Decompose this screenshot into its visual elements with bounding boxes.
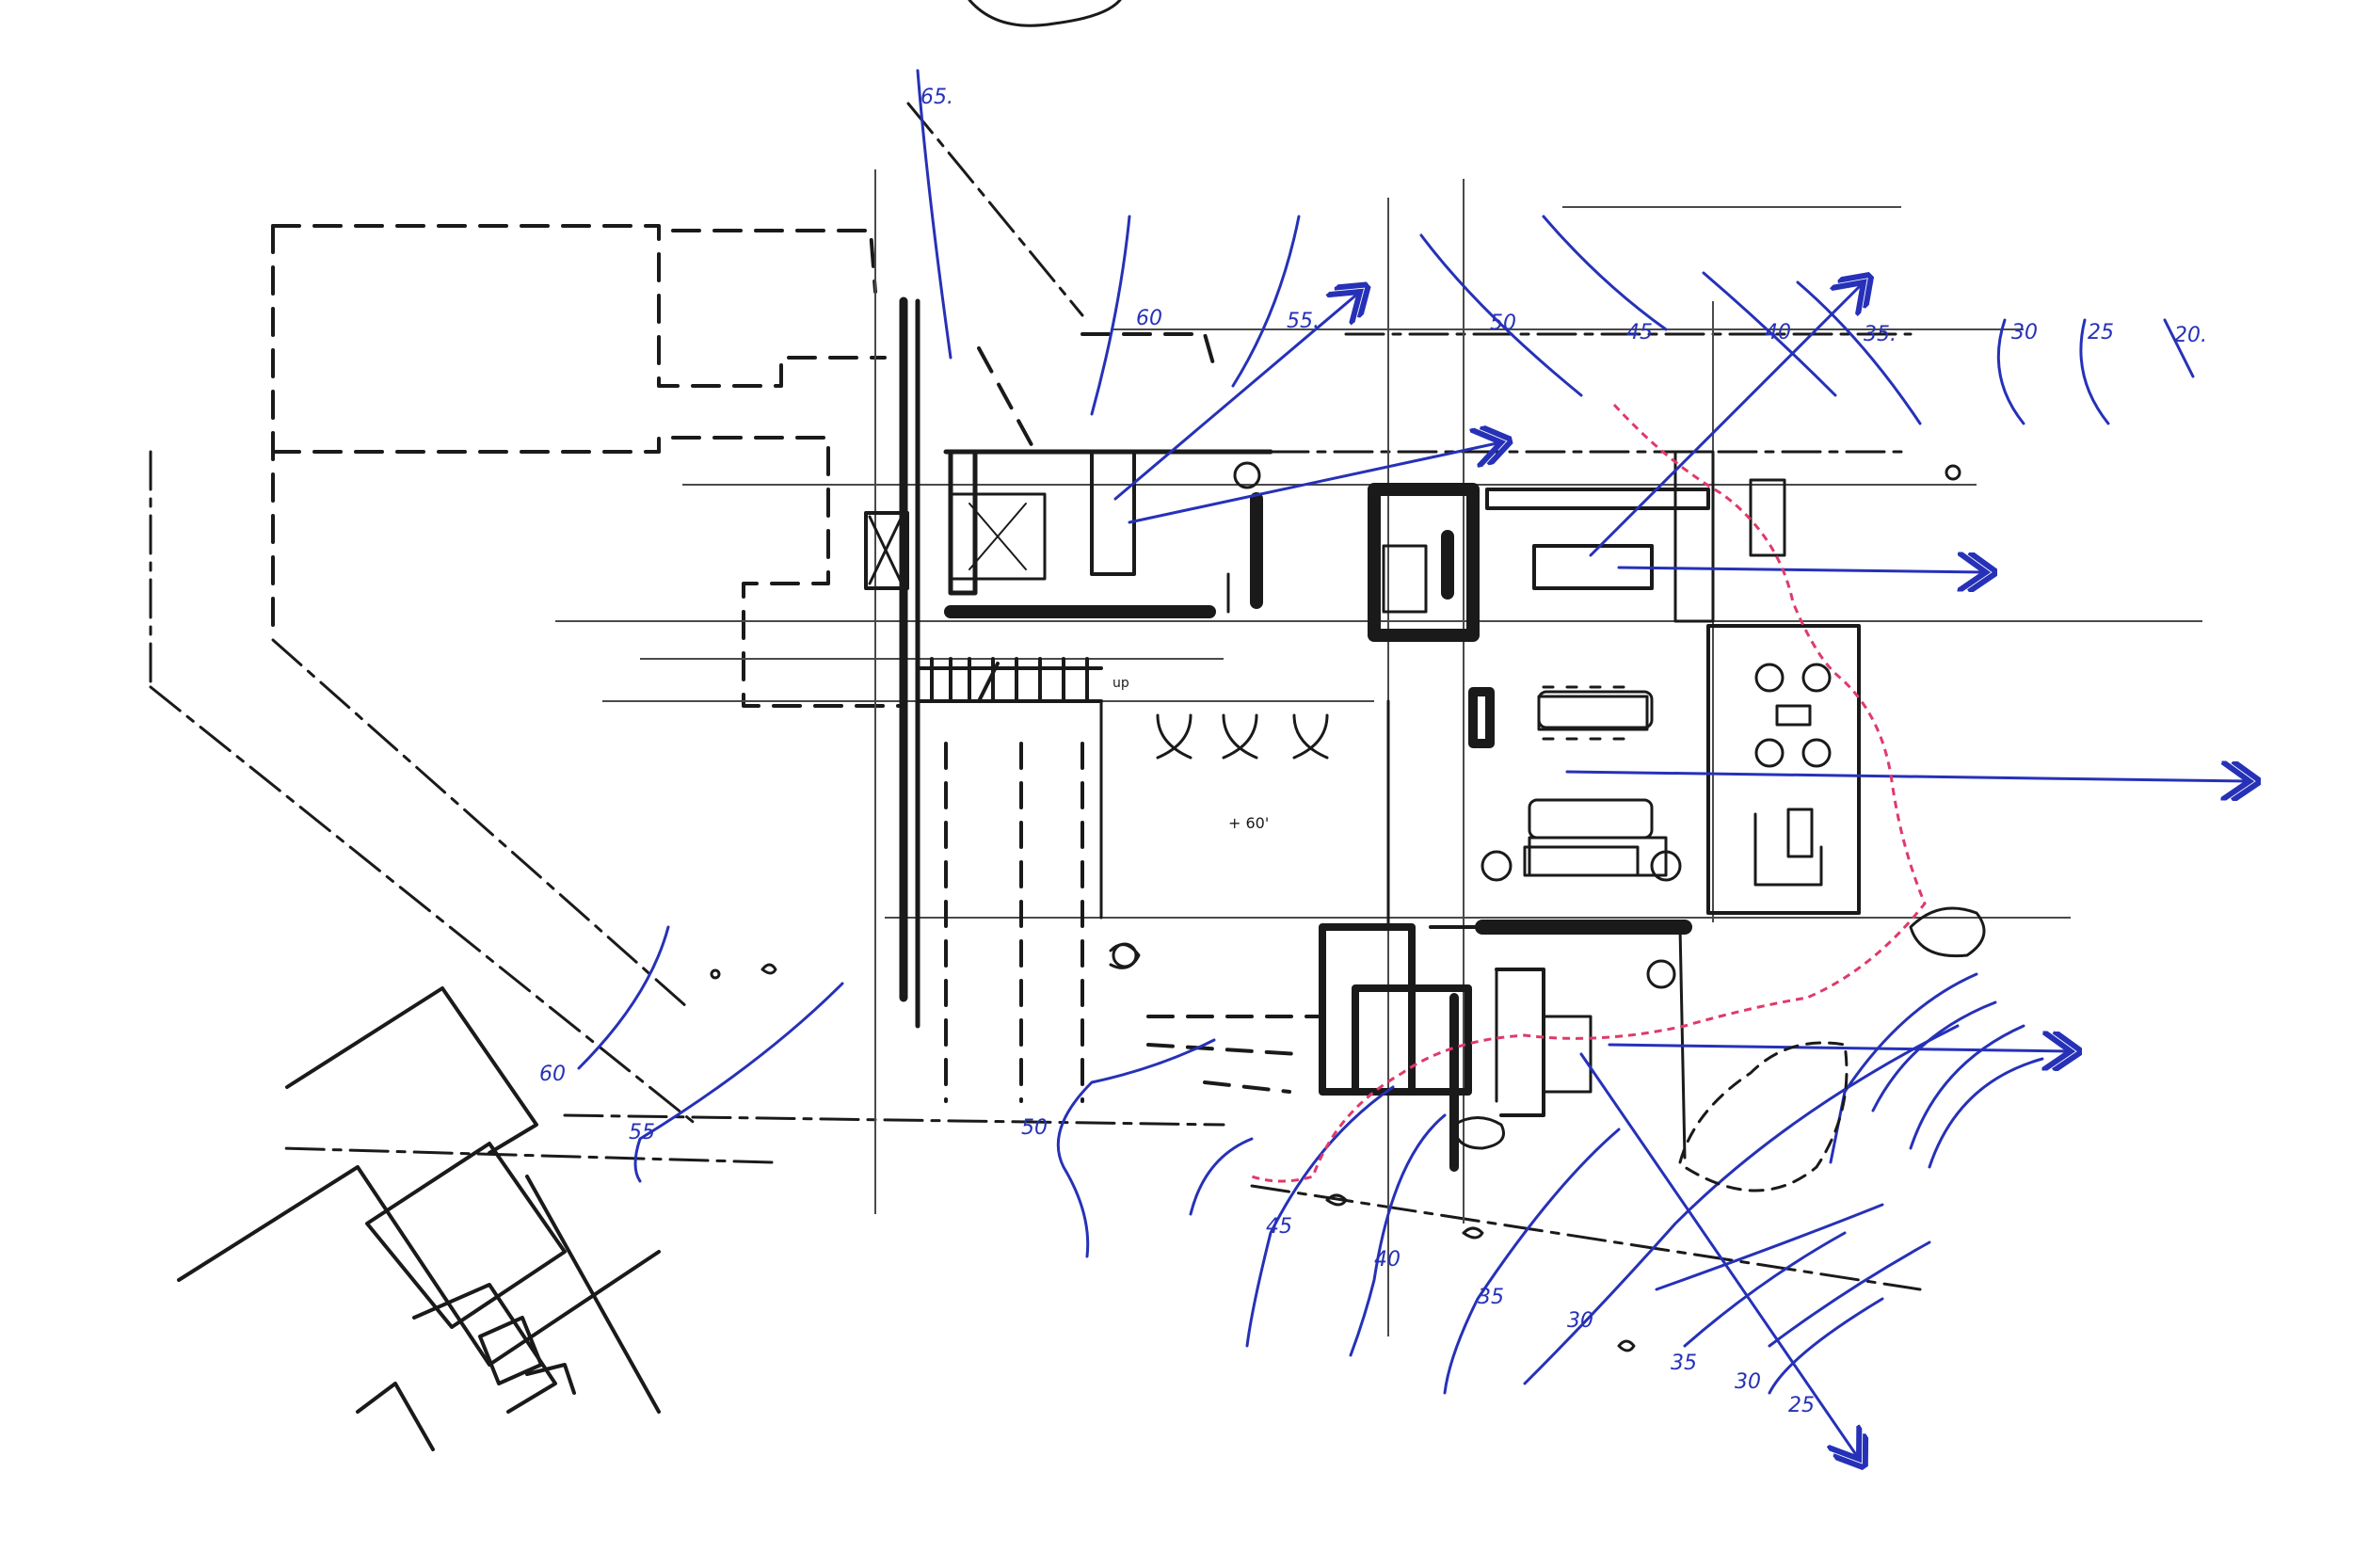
existing-building-sketch xyxy=(177,986,661,1451)
contour-label: 20. xyxy=(2174,324,2207,347)
setback-line xyxy=(149,102,1922,1291)
contour-label: 30 xyxy=(1735,1370,1761,1394)
spot-elevation: + 60' xyxy=(1228,814,1269,832)
contour-label: 65. xyxy=(920,86,953,109)
tree-canopy xyxy=(968,0,1122,27)
contour-label: 50 xyxy=(1490,312,1516,335)
contour-label: 25 xyxy=(1788,1394,1815,1417)
contour-label: 35. xyxy=(1864,323,1897,346)
contour-label: 45 xyxy=(1266,1215,1292,1239)
parking-lines xyxy=(944,742,1320,1103)
view-arrows xyxy=(1113,282,2249,1459)
contour-label: 45 xyxy=(1626,321,1653,344)
contour-label: 55 xyxy=(629,1121,655,1144)
contour-label: 40 xyxy=(1374,1248,1401,1272)
boulders xyxy=(1452,906,1986,1192)
stair xyxy=(916,657,1103,703)
contour-lines xyxy=(577,69,2195,1395)
contour-label: 25 xyxy=(2088,321,2114,344)
property-line-dashed xyxy=(271,224,1216,708)
dining-set xyxy=(1233,461,1832,989)
contour-label: 35 xyxy=(1478,1286,1504,1309)
construction-lines xyxy=(555,169,2202,1336)
house-walls xyxy=(864,296,1861,1172)
contour-label: 40 xyxy=(1765,321,1791,344)
contour-label: 60 xyxy=(539,1063,566,1086)
stair-up-label: up xyxy=(1112,676,1129,691)
red-boundary-line xyxy=(1251,403,1927,1183)
contour-label: 35 xyxy=(1671,1352,1697,1375)
contour-label: 60 xyxy=(1136,307,1162,330)
doors-swing xyxy=(1109,713,1329,969)
contour-label: 30 xyxy=(1567,1309,1593,1333)
site-dots xyxy=(710,464,1961,1352)
contour-label: 55. xyxy=(1287,310,1320,333)
contour-label: 50 xyxy=(1021,1116,1048,1140)
contour-label: 30 xyxy=(2011,321,2038,344)
